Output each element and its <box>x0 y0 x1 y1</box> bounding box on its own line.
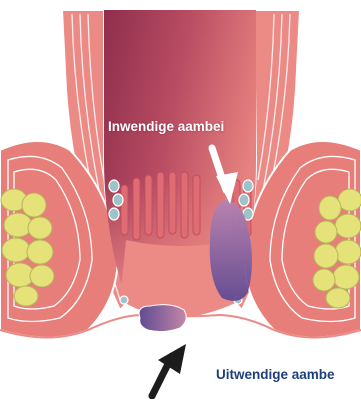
internal-hemorrhoid-label: Inwendige aambei <box>108 119 224 134</box>
external-hemorrhoid <box>139 305 186 332</box>
external-hemorrhoid-label: Uitwendige aambe <box>216 367 335 382</box>
